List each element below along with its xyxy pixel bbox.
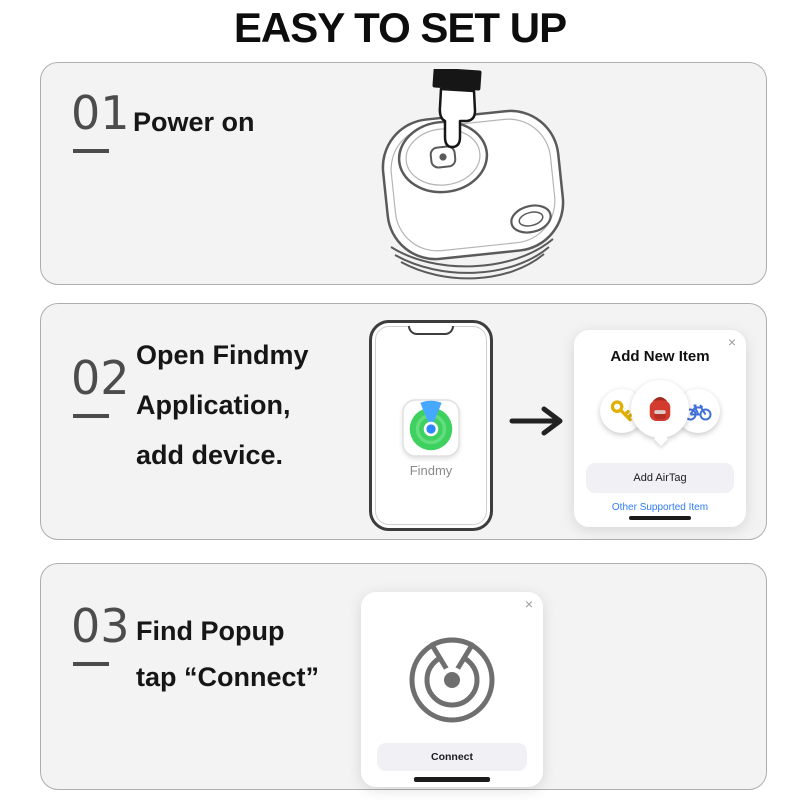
- step-number-block: 03: [71, 599, 130, 667]
- close-icon[interactable]: ×: [524, 596, 533, 612]
- press-finger-icon: [432, 69, 482, 149]
- right-arrow-icon: [509, 406, 563, 436]
- step-text: Open Findmy Application, add device.: [136, 330, 309, 480]
- step-card-open-app: 02 Open Findmy Application, add device.: [40, 303, 767, 540]
- connect-button[interactable]: Connect: [377, 743, 527, 771]
- bicycle-icon: [684, 403, 712, 420]
- phone-frame: Findmy: [369, 320, 493, 531]
- step-text: Power on: [133, 107, 255, 138]
- step-text-line: add device.: [136, 440, 284, 470]
- backpack-icon: [649, 397, 671, 421]
- phone-notch: [408, 326, 454, 335]
- item-badge-backpack: [631, 380, 689, 438]
- item-badges: [574, 377, 746, 449]
- key-icon: [610, 400, 633, 422]
- step-number-underline: [73, 149, 109, 154]
- step-text-line: Find Popup: [136, 616, 285, 646]
- step-text-line: tap “Connect”: [136, 662, 320, 692]
- step-text: Find Popup tap “Connect”: [136, 608, 319, 700]
- connect-popup: × Connect: [361, 592, 543, 787]
- home-indicator: [414, 777, 490, 782]
- step-text-line: Power on: [133, 107, 255, 137]
- device-button[interactable]: [396, 118, 491, 197]
- step-number-block: 01: [71, 86, 130, 154]
- home-indicator: [629, 516, 691, 520]
- radar-target-icon: [409, 637, 495, 723]
- step-number: 01: [71, 86, 130, 140]
- step-number: 03: [71, 599, 130, 653]
- step-card-power-on: 01 Power on: [40, 62, 767, 285]
- step-number-underline: [73, 414, 109, 419]
- tracker-device-illustration: [381, 69, 565, 280]
- step-number: 02: [71, 351, 130, 405]
- step-card-connect: 03 Find Popup tap “Connect” × Connect: [40, 563, 767, 790]
- page-title: EASY TO SET UP: [233, 4, 567, 51]
- other-supported-link[interactable]: Other Supported Item: [611, 502, 709, 513]
- findmy-app-label: Findmy: [409, 463, 453, 478]
- step-text-line: Application,: [136, 390, 291, 420]
- device-keyring-hole: [510, 204, 552, 234]
- device-logo: [429, 145, 457, 169]
- device-side-layers: [390, 238, 554, 280]
- device-body-inner-line: [390, 118, 556, 252]
- close-icon[interactable]: ×: [727, 334, 736, 350]
- add-item-popup: × Add New Item: [574, 330, 746, 527]
- popup-title: Add New Item: [610, 348, 710, 365]
- step-number-underline: [73, 662, 109, 667]
- add-airtag-button[interactable]: Add AirTag: [586, 463, 734, 493]
- step-text-line: Open Findmy: [136, 340, 309, 370]
- findmy-app-icon[interactable]: [402, 399, 460, 457]
- step-number-block: 02: [71, 351, 130, 419]
